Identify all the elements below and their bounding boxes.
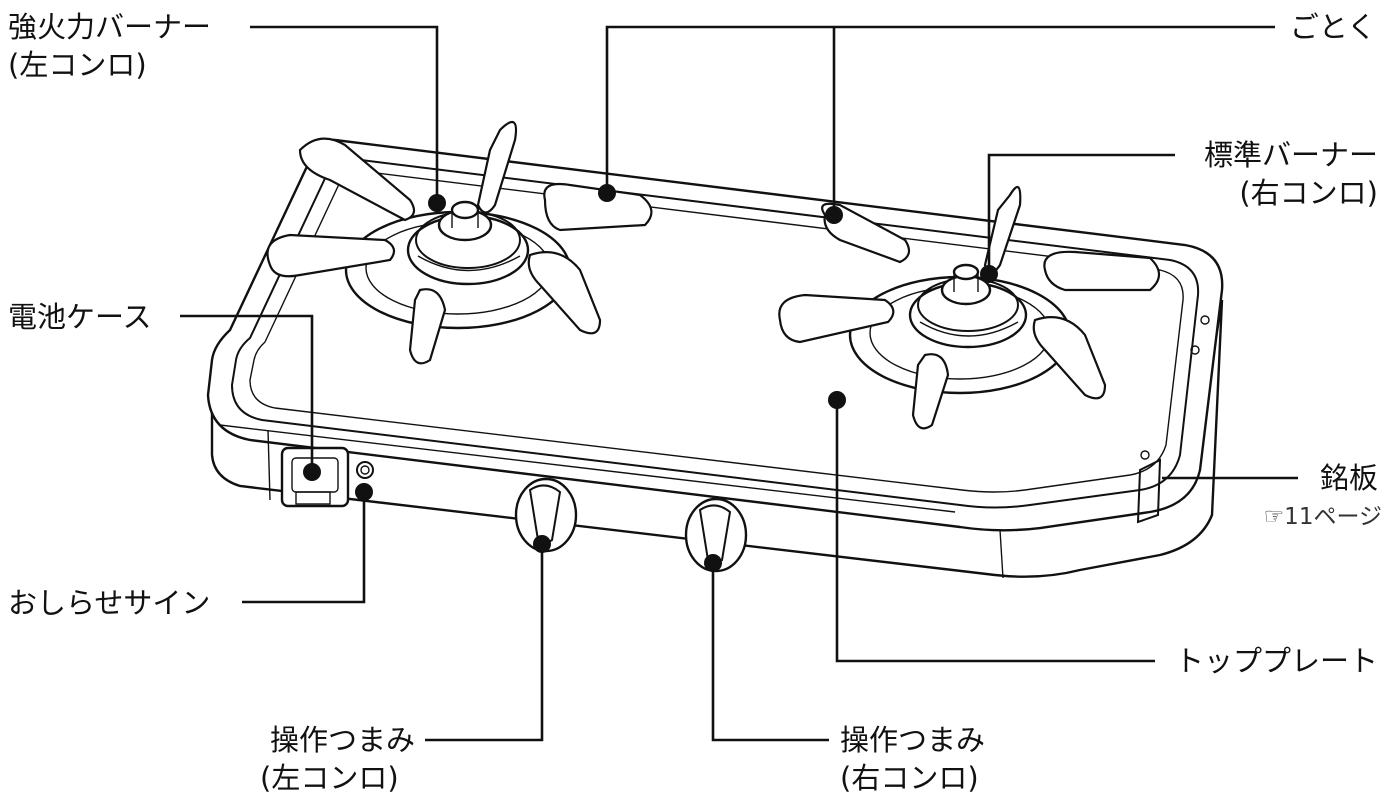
dot-standard-burner xyxy=(980,265,998,283)
notice-sign-lamp xyxy=(356,461,374,479)
dot-trivet-right xyxy=(825,206,843,224)
dot-notice-sign xyxy=(355,483,373,501)
label-top-plate: トッププレート xyxy=(1175,644,1378,678)
dot-top-plate xyxy=(828,391,846,409)
label-battery-case: 電池ケース xyxy=(8,300,152,334)
dot-trivet-left xyxy=(598,184,616,202)
leader-battery-case xyxy=(180,314,314,472)
leader-knob-left xyxy=(425,544,544,742)
labels: 強火力バーナー (左コンロ) ごとく 標準バーナー (右コンロ) 電池ケース 銘… xyxy=(8,10,1382,795)
stove-illustration xyxy=(206,120,1224,579)
label-knob-left-line1: 操作つまみ xyxy=(270,723,415,757)
label-notice-sign: おしらせサイン xyxy=(8,586,210,620)
label-knob-left-line2: (左コンロ) xyxy=(260,761,399,795)
leader-standard-burner xyxy=(987,153,1175,274)
label-nameplate-page-ref: ☞11ページ xyxy=(1264,504,1382,530)
front-seam-right xyxy=(999,529,1004,579)
leader-knob-right xyxy=(711,563,829,742)
label-nameplate: 銘板 xyxy=(1320,461,1378,495)
dot-battery-case xyxy=(303,463,321,481)
front-band-line xyxy=(219,424,956,513)
left-burner-assembly xyxy=(266,120,653,365)
top-plate-inner-2 xyxy=(249,169,1184,493)
top-plate-inner xyxy=(230,156,1200,509)
label-trivet: ごとく xyxy=(1290,10,1376,44)
label-standard-burner-line1: 標準バーナー xyxy=(1204,138,1378,172)
label-strong-burner-line1: 強火力バーナー xyxy=(8,10,211,44)
dot-strong-burner xyxy=(428,194,446,212)
leader-notice-sign xyxy=(242,492,366,604)
leader-top-plate xyxy=(835,400,1155,663)
nameplate-recess xyxy=(1136,458,1162,524)
label-strong-burner-line2: (左コンロ) xyxy=(8,48,147,82)
label-knob-right-line1: 操作つまみ xyxy=(840,723,985,757)
leader-strong-burner xyxy=(250,25,439,203)
dot-knob-right xyxy=(704,554,722,572)
dot-knob-left xyxy=(533,535,551,553)
label-knob-right-line2: (右コンロ) xyxy=(840,761,979,795)
right-burner-assembly xyxy=(778,185,1161,430)
front-seam-left xyxy=(267,429,271,501)
label-standard-burner-line2: (右コンロ) xyxy=(1239,176,1378,210)
leader-trivet-left xyxy=(605,25,1275,193)
leaders xyxy=(180,25,1298,742)
